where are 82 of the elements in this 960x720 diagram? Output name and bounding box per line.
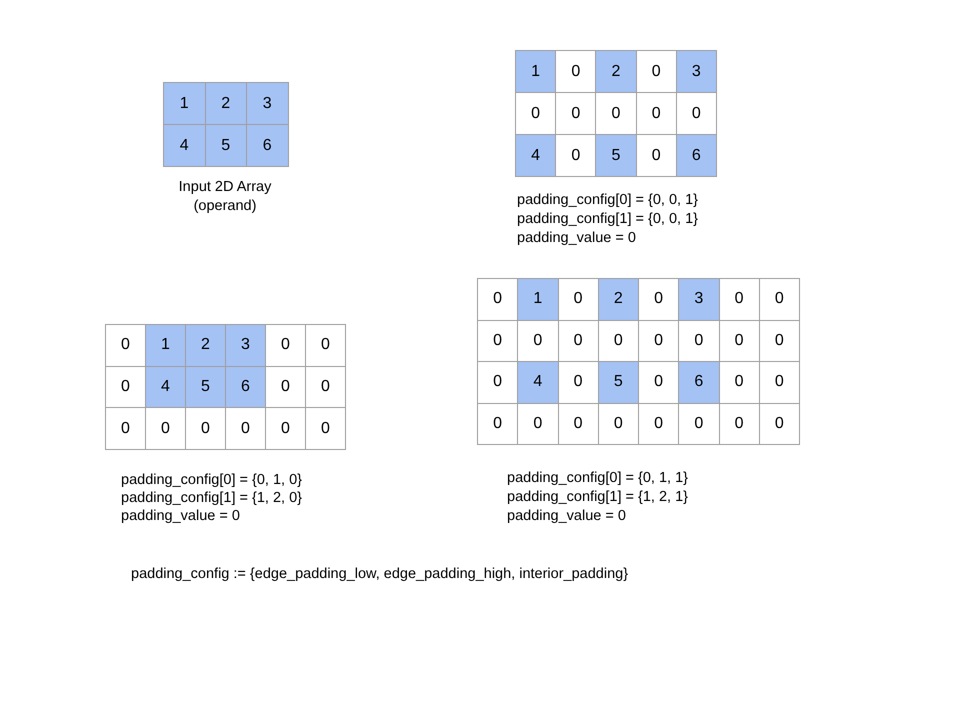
array-cell: 0 — [636, 51, 677, 93]
array-cell: 0 — [106, 408, 146, 450]
array-cell: 0 — [516, 93, 556, 135]
array-cell: 0 — [518, 320, 558, 362]
array-cell: 0 — [266, 366, 306, 408]
array-cell: 1 — [164, 83, 206, 125]
array-cell: 0 — [598, 320, 639, 362]
array-cell: 2 — [598, 279, 639, 320]
array-cell: 0 — [558, 362, 599, 404]
array-cell: 0 — [306, 408, 346, 450]
array-cell: 0 — [306, 366, 346, 408]
array-cell: 0 — [306, 325, 346, 367]
config-text: padding_config[0] = {0, 1, 1} — [507, 469, 688, 488]
array-cell: 0 — [720, 279, 760, 320]
array-cell: 0 — [596, 93, 637, 135]
array-cell: 0 — [186, 408, 226, 450]
array-cell: 0 — [518, 404, 558, 445]
config-text: padding_value = 0 — [121, 507, 240, 526]
array-cell: 6 — [247, 125, 288, 167]
array-cell: 0 — [478, 404, 518, 445]
array-cell: 0 — [636, 93, 677, 135]
array-cell: 0 — [720, 404, 760, 445]
array-cell: 0 — [558, 320, 599, 362]
config-text: padding_config[1] = {1, 2, 0} — [121, 489, 302, 508]
array-cell: 0 — [558, 279, 599, 320]
array-cell: 0 — [639, 320, 680, 362]
array-cell: 3 — [676, 51, 717, 93]
array-cell: 0 — [760, 362, 800, 404]
array-cell: 4 — [146, 366, 186, 408]
array-cell: 0 — [146, 408, 186, 450]
config-text: padding_value = 0 — [507, 507, 626, 526]
array-cell: 0 — [760, 320, 800, 362]
config-text: padding_config[0] = {0, 0, 1} — [517, 191, 698, 210]
array-cell: 0 — [556, 93, 596, 135]
array-cell: 0 — [639, 362, 680, 404]
array-cell: 5 — [186, 366, 226, 408]
config-text: padding_value = 0 — [517, 229, 636, 248]
array-cell: 0 — [760, 404, 800, 445]
array-cell: 0 — [478, 279, 518, 320]
array-cell: 3 — [226, 325, 266, 367]
array-cell: 4 — [518, 362, 558, 404]
array-cell: 0 — [639, 404, 680, 445]
config-text: padding_config[0] = {0, 1, 0} — [121, 471, 302, 490]
array-cell: 1 — [516, 51, 556, 93]
array-cell: 2 — [206, 83, 247, 125]
array-cell: 3 — [679, 279, 720, 320]
array-cell: 0 — [478, 320, 518, 362]
array-cell: 0 — [266, 408, 306, 450]
array-cell: 1 — [518, 279, 558, 320]
array-cell: 0 — [556, 135, 596, 177]
array-cell: 0 — [226, 408, 266, 450]
array-cell: 6 — [676, 135, 717, 177]
array-cell: 2 — [596, 51, 637, 93]
array-cell: 0 — [598, 404, 639, 445]
array-cell: 0 — [636, 135, 677, 177]
array-cell: 0 — [106, 366, 146, 408]
array-cell: 5 — [596, 135, 637, 177]
array-cell: 0 — [679, 404, 720, 445]
config-text: padding_config[1] = {1, 2, 1} — [507, 488, 688, 507]
array-cell: 0 — [760, 279, 800, 320]
array-cell: 0 — [676, 93, 717, 135]
array-cell: 4 — [516, 135, 556, 177]
array-cell: 5 — [206, 125, 247, 167]
array-cell: 0 — [720, 362, 760, 404]
array-cell: 0 — [720, 320, 760, 362]
array-cell: 0 — [679, 320, 720, 362]
array-cell: 0 — [556, 51, 596, 93]
array-cell: 3 — [247, 83, 288, 125]
array-caption: Input 2D Array (operand) — [178, 178, 272, 216]
array-cell: 1 — [146, 325, 186, 367]
config-text: padding_config := {edge_padding_low, edge_padding_high, interior_padding} — [131, 565, 628, 584]
array-cell: 6 — [226, 366, 266, 408]
array-cell: 0 — [266, 325, 306, 367]
array-cell: 0 — [106, 325, 146, 367]
array-cell: 0 — [639, 279, 680, 320]
array-cell: 0 — [478, 362, 518, 404]
array-cell: 5 — [598, 362, 639, 404]
array-cell: 0 — [558, 404, 599, 445]
array-cell: 6 — [679, 362, 720, 404]
array-cell: 2 — [186, 325, 226, 367]
array-cell: 4 — [164, 125, 206, 167]
config-text: padding_config[1] = {0, 0, 1} — [517, 210, 698, 229]
